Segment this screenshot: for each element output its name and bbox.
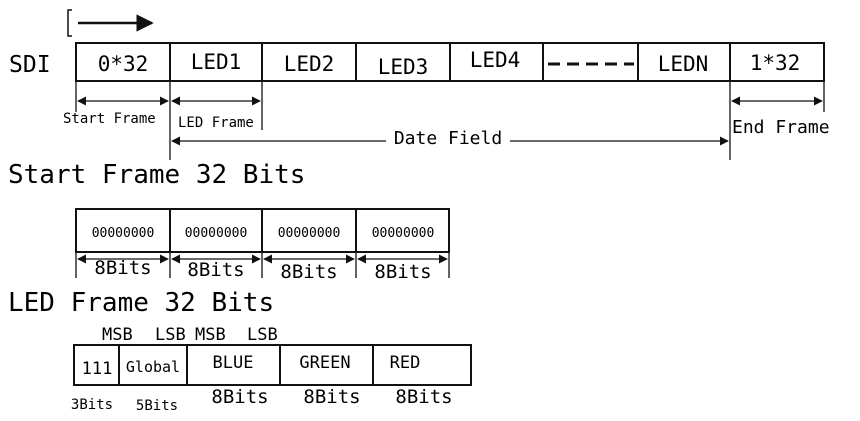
start-frame-heading: Start Frame 32 Bits — [8, 160, 305, 190]
start-frame-dimensions — [75, 252, 450, 278]
led-bits-label-3: 3Bits — [71, 397, 113, 413]
dimension-lines — [75, 82, 825, 160]
sdi-cell-ledn: LEDN — [658, 52, 709, 76]
led-cell-red: RED — [390, 353, 421, 373]
led-bits-label-5: 5Bits — [136, 398, 178, 414]
start-byte-4: 00000000 — [372, 226, 435, 241]
sdi-frame-row — [75, 42, 825, 82]
msb-label-global: MSB — [102, 325, 133, 345]
lsb-label-blue: LSB — [247, 325, 278, 345]
start-bits-label-4: 8Bits — [374, 261, 431, 283]
msb-label-blue: MSB — [195, 325, 226, 345]
sdi-label: SDI — [9, 52, 51, 78]
start-byte-1: 00000000 — [92, 226, 155, 241]
start-bits-label-1: 8Bits — [94, 257, 151, 279]
start-byte-3: 00000000 — [278, 226, 341, 241]
date-field-annotation: Date Field — [394, 128, 502, 149]
sdi-cell-end: 1*32 — [750, 51, 801, 75]
start-bits-label-3: 8Bits — [280, 261, 337, 283]
sdi-cell-start: 0*32 — [98, 52, 149, 76]
sdi-cell-led3: LED3 — [378, 55, 429, 79]
led-bits-label-blue: 8Bits — [211, 386, 268, 408]
led-frame-heading: LED Frame 32 Bits — [8, 288, 274, 318]
led-frame-annotation: LED Frame — [178, 115, 254, 131]
start-byte-2: 00000000 — [185, 226, 248, 241]
start-bits-label-2: 8Bits — [187, 259, 244, 281]
end-frame-annotation: End Frame — [732, 117, 830, 138]
led-bits-label-red: 8Bits — [395, 386, 452, 408]
direction-arrow — [67, 9, 154, 37]
sdi-cell-led2: LED2 — [284, 52, 335, 76]
led-bits-label-green: 8Bits — [303, 386, 360, 408]
led-frame-row — [73, 344, 472, 386]
led-cell-green: GREEN — [299, 353, 350, 373]
led-cell-global: Global — [126, 358, 180, 376]
led-cell-blue: BLUE — [213, 353, 254, 373]
sdi-cell-led1: LED1 — [191, 50, 242, 74]
led-cell-start-bits: 111 — [82, 359, 113, 379]
sdi-cell-led4: LED4 — [470, 48, 521, 72]
lsb-label-global: LSB — [155, 325, 186, 345]
start-frame-annotation: Start Frame — [63, 111, 156, 127]
